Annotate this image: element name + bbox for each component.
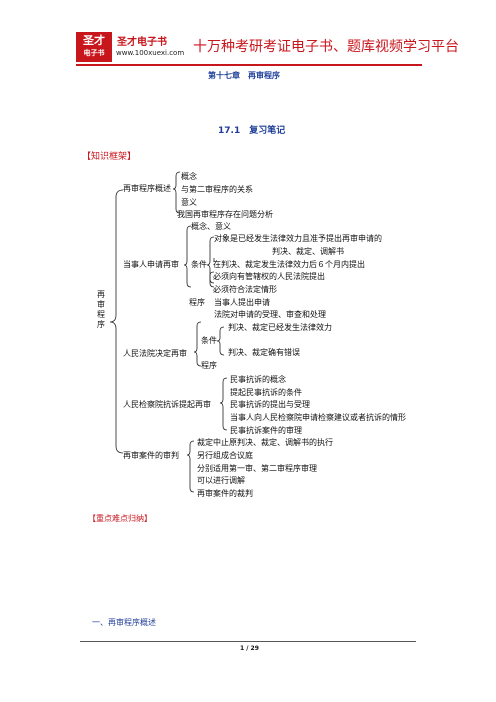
party-concept: 概念、意义 (191, 222, 231, 231)
party-conditions-bracket (206, 236, 215, 288)
chapter-title: 第十七章 再审程序 (208, 71, 280, 80)
party-conditions-label: 条件 (191, 260, 207, 269)
court-condition: 判决、裁定确有错误 (228, 348, 300, 357)
overview-item: 概念 (181, 172, 197, 181)
logo-badge: 圣才 电子书 (76, 32, 112, 62)
logo-badge-line2: 电子书 (83, 49, 105, 57)
brand-name: 圣才电子书 (117, 37, 167, 48)
trial-item: 另行组成合议庭 (197, 451, 253, 460)
trial-item: 裁定中止原判决、裁定、调解书的执行 (197, 438, 333, 447)
overview-bracket (172, 171, 181, 214)
trial-item: 可以进行调解 (197, 476, 245, 485)
procuratorate-item: 民事抗诉的概念 (230, 375, 286, 384)
procuratorate-bracket (219, 377, 228, 431)
court-label: 人民法院决定再审 (123, 349, 187, 358)
section-title: 17.1 复习笔记 (218, 126, 286, 136)
trial-label: 再审案件的审判 (123, 451, 179, 460)
party-procedure-bracket (209, 271, 215, 284)
court-procedure-label: 程序 (201, 361, 217, 370)
party-procedure-label: 程序 (189, 298, 205, 307)
procuratorate-item: 当事人向人民检察院申请检察建议或者抗诉的情形 (230, 413, 406, 422)
party-procedure-item: 法院对申请的受理、审查和处理 (214, 310, 326, 319)
procuratorate-label: 人民检察院抗诉提起再审 (123, 400, 211, 409)
procuratorate-item: 提起民事抗诉的条件 (230, 388, 302, 397)
party-condition: 必须符合法定情形 (213, 285, 277, 294)
logo-badge-line1: 圣才 (83, 34, 105, 47)
brand-url: www.100xuexi.com (116, 49, 185, 57)
tree-root-label: 再审程序 (97, 290, 105, 329)
footer-divider (80, 641, 416, 642)
court-conditions-bracket (216, 326, 225, 356)
root-bracket (109, 189, 124, 454)
overview-item: 我国再审程序存在问题分析 (177, 210, 273, 219)
party-condition: 在判决、裁定发生法律效力后６个月内提出 (213, 260, 365, 269)
brand-logo: 圣才 电子书 圣才电子书 www.100xuexi.com (76, 32, 184, 62)
party-label: 当事人申请再审 (123, 260, 179, 269)
court-conditions-label: 条件 (201, 336, 217, 345)
party-condition: 判决、裁定、调解书 (272, 247, 344, 256)
party-bracket (183, 225, 192, 288)
header-divider (76, 64, 422, 66)
party-procedure-item: 当事人提出申请 (214, 298, 270, 307)
trial-bracket (186, 440, 195, 493)
page-number: 1 / 29 (240, 645, 259, 652)
trial-item: 分别适用第一审、第二审程序审理 (197, 464, 317, 473)
section-subheading: 一、再审程序概述 (92, 618, 156, 627)
court-condition: 判决、裁定已经发生法律效力 (228, 323, 332, 332)
overview-item: 与第二审程序的关系 (181, 185, 253, 194)
key-points-heading: 【重点难点归纳】 (88, 514, 152, 523)
trial-item: 再审案件的裁判 (197, 489, 253, 498)
header-slogan: 十万种考研考证电子书、题库视频学习平台 (193, 39, 459, 55)
framework-heading: 【知识框架】 (82, 152, 137, 162)
court-bracket (193, 321, 202, 367)
overview-label: 再审程序概述 (123, 184, 171, 193)
procuratorate-item: 民事抗诉案件的审理 (230, 426, 302, 435)
party-condition: 必须向有管辖权的人民法院提出 (213, 272, 325, 281)
overview-item: 意义 (181, 198, 197, 207)
party-condition: 对象是已经发生法律效力且准予提出再审申请的 (214, 234, 382, 243)
procuratorate-item: 民事抗诉的提出与受理 (230, 400, 310, 409)
